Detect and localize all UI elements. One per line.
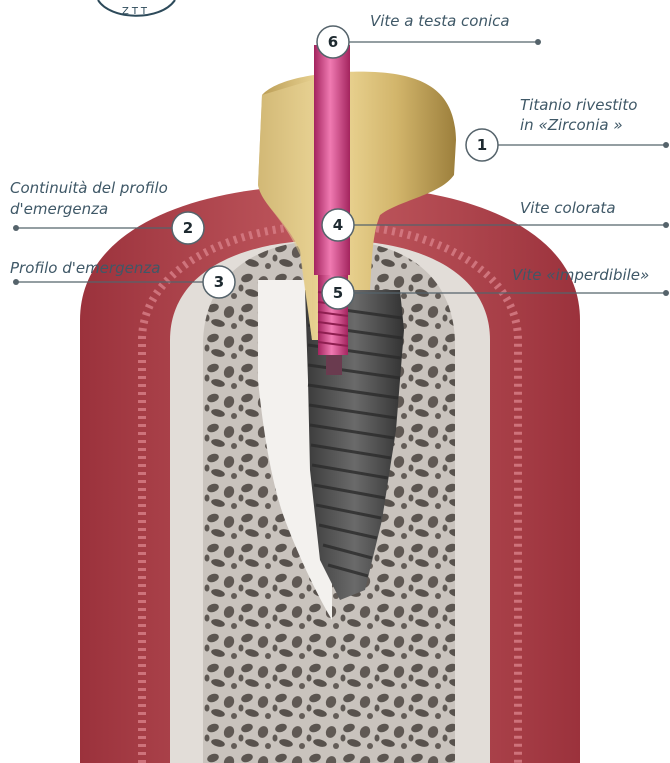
badge-3-number: 3 [214,273,224,291]
label-5-text: Vite «imperdibile» [512,266,649,284]
badge-5-number: 5 [333,284,343,302]
badge-1-number: 1 [477,136,487,154]
label-3-text: Profilo d'emergenza [10,259,160,277]
badge-2-number: 2 [183,219,193,237]
badge-6-number: 6 [328,33,338,51]
label-6-text: Vite a testa conica [370,12,510,30]
label-1-text-line2: in «Zirconia » [520,116,623,134]
label-1: 1 Titanio rivestito in «Zirconia » [466,96,669,161]
badge-4-number: 4 [333,216,343,234]
label-6: 6 Vite a testa conica [317,12,541,58]
label-2-text-line1: Continuità del profilo [10,179,168,197]
label-4-text: Vite colorata [520,199,616,217]
company-logo: ZTT [98,0,175,17]
logo-text: ZTT [122,6,150,17]
label-2-text-line2: d'emergenza [10,200,108,218]
label-1-text-line1: Titanio rivestito [520,96,637,114]
